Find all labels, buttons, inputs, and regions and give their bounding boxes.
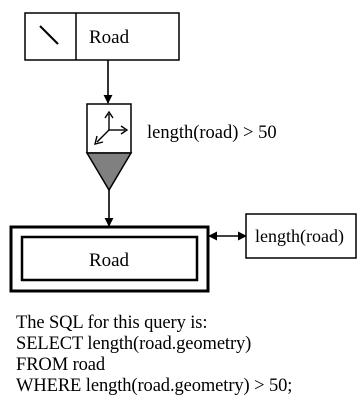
funnel-shape [85, 152, 133, 192]
result-table-box: Road [9, 225, 210, 293]
sql-line: SELECT length(road.geometry) [16, 334, 252, 354]
sql-intro: The SQL for this query is: [16, 313, 208, 333]
filter-operator [85, 103, 133, 192]
axes-icon [94, 110, 129, 145]
sql-line: FROM road [16, 355, 106, 375]
output-attribute-label: length(road) [255, 226, 344, 247]
source-table-label: Road [89, 27, 130, 48]
sql-line: WHERE length(road.geometry) > 50; [16, 376, 293, 396]
output-attribute-box: length(road) [245, 213, 357, 259]
source-table-box: Road [24, 12, 180, 61]
sql-text-block: The SQL for this query is: SELECT length… [16, 313, 356, 397]
filter-condition: length(road) > 50 [147, 123, 277, 143]
result-table-label: Road [89, 250, 130, 271]
line-segment-icon [39, 25, 59, 45]
